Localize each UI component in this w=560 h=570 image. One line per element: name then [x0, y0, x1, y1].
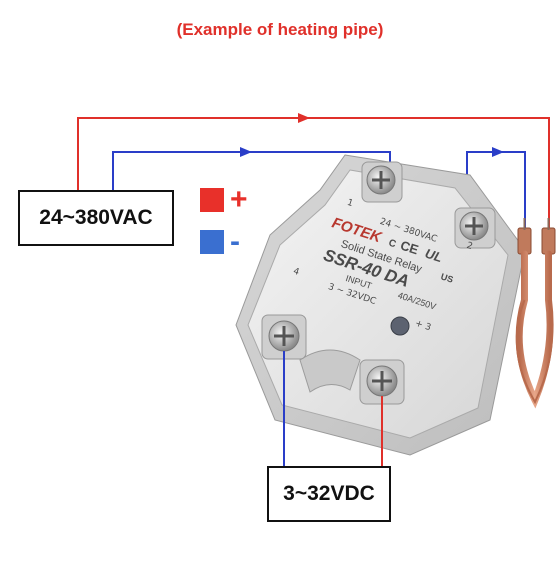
diagram-title: (Example of heating pipe) [176, 20, 384, 39]
relay-terminal-1: 1 [346, 198, 355, 209]
relay-cert-us: US [440, 271, 455, 284]
dc-voltage-label: 3~32VDC [267, 466, 391, 522]
plus-sign: + [230, 183, 248, 216]
relay-terminal-2: 2 [465, 241, 474, 252]
solid-state-relay: 1 24 ~ 380VAC 2 FOTEK C CE UL Solid Stat… [235, 154, 526, 456]
terminal-screw-1 [361, 161, 403, 203]
relay-cert-ce: CE [399, 238, 421, 258]
heating-pipe [515, 218, 556, 409]
terminal-screw-4 [261, 314, 307, 360]
relay-terminal-3: + 3 [414, 319, 432, 333]
relay-cert-c: C [387, 238, 397, 251]
relay-terminal-4: 4 [292, 267, 301, 278]
ac-voltage-label: 24~380VAC [18, 190, 174, 246]
blue-square-icon [200, 230, 224, 254]
red-wire-outer [77, 113, 550, 230]
minus-sign: - [230, 225, 240, 258]
red-square-icon [200, 188, 224, 212]
legend-negative: - [200, 225, 240, 258]
terminal-screw-2 [454, 207, 496, 249]
relay-cert-ul: UL [423, 246, 444, 266]
legend-positive: + [200, 183, 248, 216]
terminal-screw-3 [359, 359, 405, 405]
indicator-led [390, 316, 410, 336]
